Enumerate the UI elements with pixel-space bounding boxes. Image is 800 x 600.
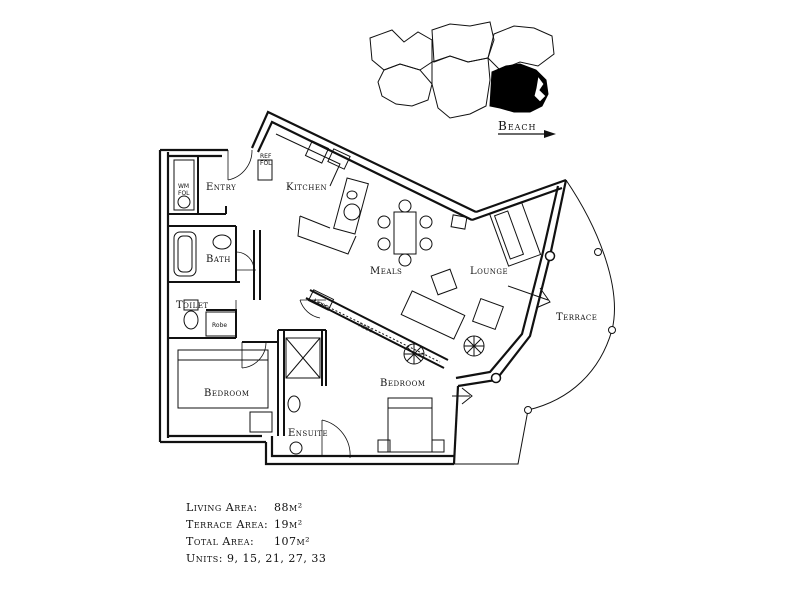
area-value: 88m²	[274, 501, 303, 514]
area-row-terrace: Terrace Area: 19m²	[186, 516, 326, 533]
room-label-lounge: Lounge	[470, 266, 508, 277]
room-label-toilet: Toilet	[176, 300, 209, 311]
floor-plan	[158, 110, 616, 466]
room-label-bath: Bath	[206, 254, 231, 265]
room-label-robe-2: Robe	[357, 322, 374, 335]
terrace-balustrade	[454, 179, 616, 465]
area-label: Total Area:	[186, 535, 255, 548]
key-plan-block-5	[431, 55, 491, 119]
outer-walls	[158, 110, 568, 466]
doors	[227, 149, 351, 459]
beach-label: Beach	[498, 119, 537, 133]
beach-direction: Beach	[498, 119, 556, 138]
room-labels: Entry Kitchen Bath Toilet Meals Lounge T…	[176, 153, 597, 439]
units-list: Units: 9, 15, 21, 27, 33	[186, 552, 327, 565]
area-value: 107m²	[274, 535, 311, 548]
key-plan	[369, 21, 555, 119]
fixtures	[173, 133, 542, 455]
room-label-ensuite: Ensuite	[288, 428, 328, 439]
arrow-right-icon	[544, 130, 556, 138]
room-label-entry: Entry	[206, 182, 236, 193]
view-arrows	[452, 285, 551, 405]
area-row-living: Living Area: 88m²	[186, 499, 326, 516]
room-label-terrace: Terrace	[556, 312, 597, 323]
room-label-bedroom-1: Bedroom	[204, 388, 250, 399]
area-label: Terrace Area:	[186, 518, 269, 531]
area-row-total: Total Area: 107m²	[186, 533, 326, 550]
key-plan-highlight-unit	[489, 63, 549, 113]
interior-walls	[167, 156, 449, 436]
room-label-bedroom-2: Bedroom	[380, 378, 426, 389]
area-value: 19m²	[274, 518, 303, 531]
room-label-robe-1: Robe	[212, 322, 227, 329]
key-plan-block-3	[487, 25, 555, 71]
room-label-meals: Meals	[370, 266, 402, 277]
area-schedule: Living Area: 88m² Terrace Area: 19m² Tot…	[186, 499, 326, 567]
room-label-ref: REF	[260, 153, 272, 160]
room-label-ref-fol: FOL	[260, 160, 272, 167]
room-label-wm: WM	[178, 183, 189, 190]
key-plan-block-2	[431, 21, 495, 63]
area-label: Living Area:	[186, 501, 258, 514]
room-label-kitchen: Kitchen	[286, 182, 327, 193]
units-row: Units: 9, 15, 21, 27, 33	[186, 550, 326, 567]
room-label-wm-fol: FOL	[178, 190, 190, 197]
key-plan-block-4	[377, 63, 433, 107]
key-plan-highlight-notch	[533, 74, 547, 103]
